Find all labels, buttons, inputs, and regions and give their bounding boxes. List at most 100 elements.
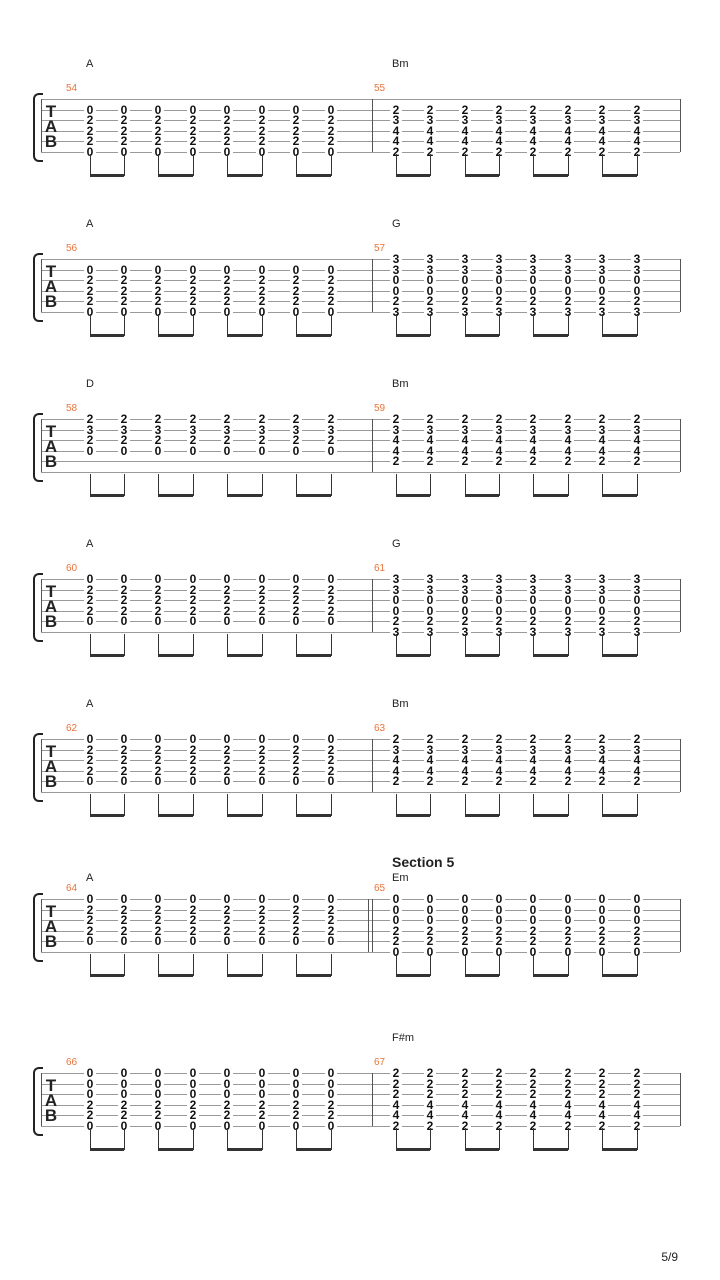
chord-name: Bm [392,698,409,710]
staff-line [41,429,680,431]
fret-number: 2 [631,733,643,745]
fret-number: 0 [527,274,539,286]
note-stem [124,473,125,496]
fret-number: 2 [325,1109,337,1121]
fret-number: 2 [562,775,574,787]
fret-number: 0 [152,264,164,276]
fret-number: 2 [152,754,164,766]
note-stem [568,953,569,976]
fret-number: 0 [187,445,199,457]
fret-number: 0 [631,285,643,297]
measure-number: 56 [66,243,78,254]
note-stem [568,473,569,496]
fret-number: 3 [596,573,608,585]
fret-number: 3 [187,424,199,436]
fret-number: 0 [493,605,505,617]
note-stem [227,153,228,176]
fret-number: 0 [84,306,96,318]
fret-number: 2 [424,146,436,158]
fret-number: 0 [596,904,608,916]
fret-number: 2 [187,594,199,606]
note-beam [158,653,193,657]
fret-number: 3 [562,253,574,265]
fret-number: 0 [187,893,199,905]
note-beam [602,333,637,337]
fret-number: 2 [221,135,233,147]
fret-number: 2 [527,1120,539,1132]
fret-number: 4 [562,1109,574,1121]
staff-line [41,1115,680,1116]
note-beam [396,653,430,657]
fret-number: 2 [290,914,302,926]
fret-number: 3 [493,253,505,265]
fret-number: 0 [221,893,233,905]
note-stem [465,633,466,656]
staff-line [41,610,680,612]
fret-number: 2 [459,935,471,947]
fret-number: 0 [290,445,302,457]
staff-line [41,290,680,292]
fret-number: 0 [118,935,130,947]
fret-number: 0 [325,1078,337,1090]
fret-number: 2 [221,434,233,446]
fret-number: 4 [424,445,436,457]
note-stem [533,313,534,336]
note-stem [296,953,297,976]
fret-number: 2 [562,295,574,307]
fret-number: 2 [256,744,268,756]
fret-number: 0 [256,146,268,158]
fret-number: 3 [493,626,505,638]
fret-number: 3 [631,114,643,126]
fret-number: 0 [493,904,505,916]
fret-number: 3 [527,114,539,126]
fret-number: 0 [596,914,608,926]
fret-number: 2 [424,1067,436,1079]
tab-clef-letter: T [45,902,57,921]
fret-number: 0 [187,615,199,627]
note-stem [193,313,194,336]
fret-number: 2 [390,925,402,937]
fret-number: 0 [424,914,436,926]
measure-number: 67 [374,1057,386,1068]
note-beam [227,653,262,657]
fret-number: 2 [527,935,539,947]
fret-number: 2 [221,754,233,766]
fret-number: 4 [631,434,643,446]
fret-number: 0 [152,1120,164,1132]
fret-number: 2 [459,733,471,745]
fret-number: 2 [256,914,268,926]
note-beam [90,653,124,657]
fret-number: 2 [290,584,302,596]
fret-number: 0 [290,264,302,276]
fret-number: 0 [84,935,96,947]
fret-number: 3 [424,306,436,318]
fret-number: 2 [187,744,199,756]
fret-number: 0 [256,445,268,457]
fret-number: 0 [596,893,608,905]
bar-line [41,1073,42,1126]
note-stem [533,793,534,816]
fret-number: 0 [152,733,164,745]
fret-number: 2 [290,295,302,307]
fret-number: 2 [187,1109,199,1121]
bar-line [372,579,373,632]
note-stem [602,473,603,496]
note-beam [602,973,637,977]
fret-number: 2 [390,1067,402,1079]
staff-lines [41,739,680,793]
fret-number: 2 [493,925,505,937]
fret-number: 0 [325,445,337,457]
fret-number: 2 [424,413,436,425]
fret-number: 3 [631,626,643,638]
fret-number: 2 [424,925,436,937]
fret-number: 2 [596,1067,608,1079]
fret-number: 2 [424,615,436,627]
fret-number: 2 [325,914,337,926]
note-stem [90,313,91,336]
fret-number: 3 [390,626,402,638]
tab-clef-letter: T [45,1076,57,1095]
fret-number: 2 [325,434,337,446]
staff-brace [33,93,43,162]
fret-number: 0 [187,1078,199,1090]
